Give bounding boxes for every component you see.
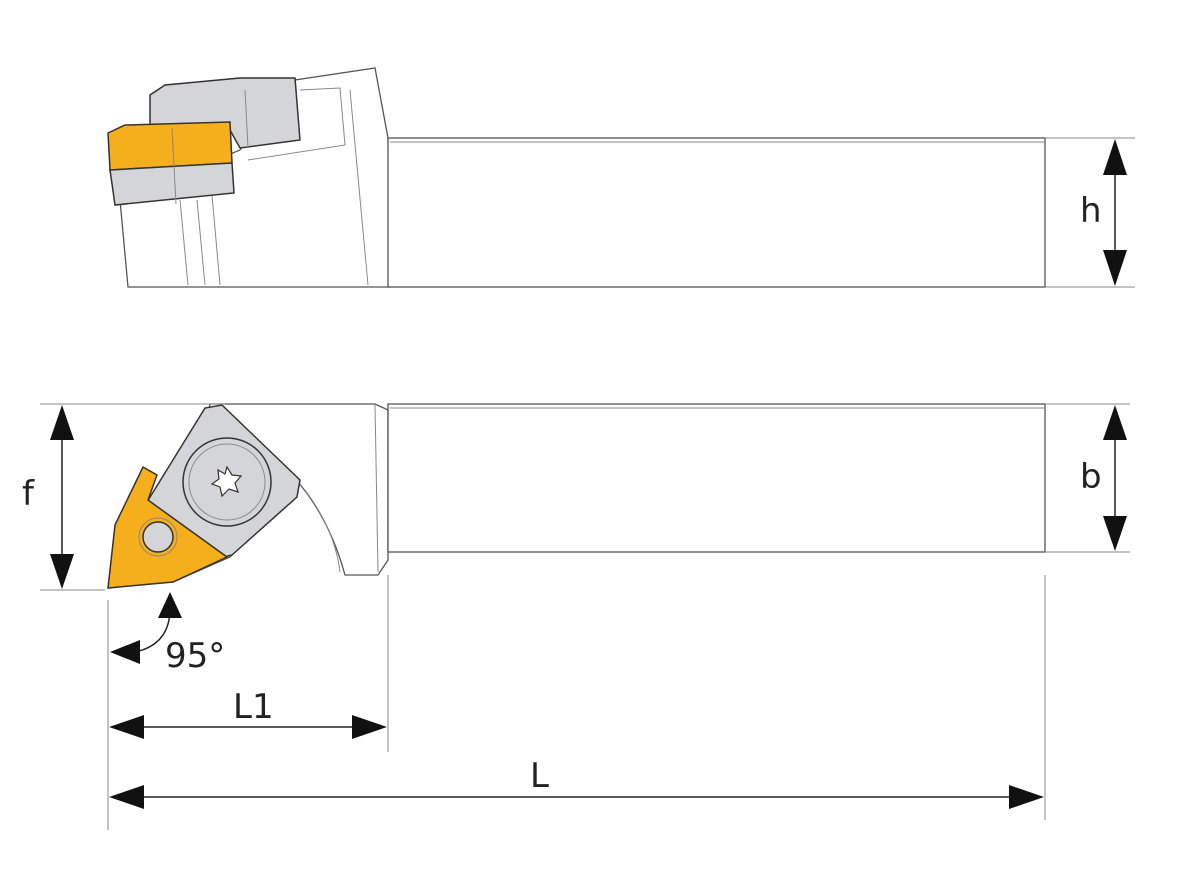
insert-side [107,121,233,171]
label-b: b [1080,457,1102,497]
arrow-down-icon [50,554,74,589]
insert-hole [142,521,174,553]
dimension-angle: 95° [110,592,225,676]
label-l: L [530,756,549,796]
label-h: h [1080,191,1102,231]
dimension-l: L [109,575,1046,820]
arrow-up-icon [1103,139,1127,175]
dimension-l1: L1 [107,575,389,830]
shank-side [387,137,1046,288]
arrow-up-icon [158,592,182,618]
arrow-left-icon [109,785,144,809]
label-angle: 95° [165,636,225,676]
label-l1: L1 [233,687,274,727]
label-f: f [22,474,35,514]
arrow-left-icon [110,640,140,664]
torx-icon [210,465,243,498]
arrow-up-icon [50,405,74,440]
dimension-f: f [22,403,225,591]
dimension-b: b [1045,403,1130,553]
dimension-h: h [1045,137,1135,288]
top-view [107,403,1046,589]
arrow-down-icon [1103,250,1127,286]
insert-base-side [109,162,235,206]
side-view [107,67,1046,288]
arrow-down-icon [1103,516,1127,551]
arrow-up-icon [1103,405,1127,440]
arrow-right-icon [352,715,387,739]
arrow-right-icon [1009,785,1044,809]
arrow-left-icon [109,715,144,739]
shank-top [387,403,1046,553]
